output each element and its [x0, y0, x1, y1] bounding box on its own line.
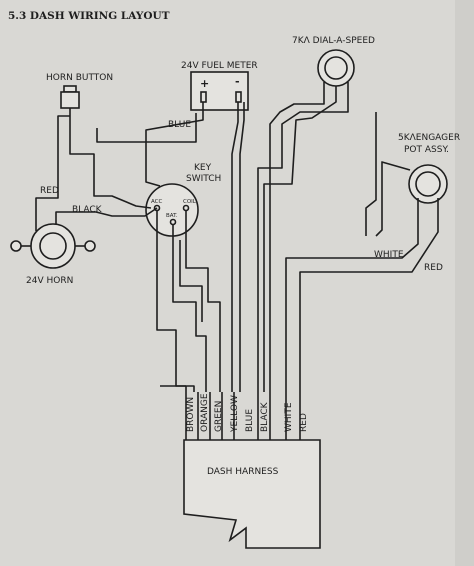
- wire-pot-red: [299, 212, 439, 392]
- engager-pot: [408, 164, 448, 204]
- horn-label: 24V HORN: [26, 276, 73, 286]
- key-switch-coil-label: COIL: [183, 199, 197, 205]
- fuel-meter-label: 24V FUEL METER: [181, 61, 258, 71]
- fuel-meter-minus: -: [235, 75, 240, 88]
- wire-dial-black: [263, 86, 337, 392]
- engager-pot-knob: [415, 171, 441, 197]
- wire-key-green: [185, 210, 221, 392]
- harness-label-yellow: YELLOW: [230, 395, 240, 433]
- engager-pot-label-line1: 5KΛENGAGER: [398, 133, 460, 143]
- harness-wire-labels: BROWN ORANGE GREEN YELLOW BLUE BLACK WHI…: [186, 393, 309, 433]
- wire-horn-red: [35, 115, 70, 231]
- harness-label-orange: ORANGE: [200, 393, 210, 432]
- horn-button-label: HORN BUTTON: [46, 73, 113, 83]
- key-switch-bat-label: BAT.: [166, 213, 178, 219]
- harness-label-brown: BROWN: [186, 397, 196, 432]
- key-switch-acc-label: ACC: [151, 199, 163, 205]
- harness-label-red: RED: [299, 413, 309, 432]
- wire-label-black: BLACK: [72, 205, 103, 215]
- harness-wire-stubs: [160, 385, 301, 440]
- dash-harness: [183, 439, 321, 549]
- fuel-meter-plus: +: [200, 77, 209, 90]
- horn-button: [60, 85, 80, 116]
- wire-key-brown: [156, 210, 195, 392]
- wire-fuel-meter-minus: [231, 102, 239, 392]
- wire-label-white: WHITE: [374, 250, 404, 260]
- key-switch: [145, 183, 199, 237]
- wire-key-bat: [179, 240, 203, 322]
- horn-button-cap: [63, 85, 77, 93]
- key-switch-label-line2: SWITCH: [186, 174, 221, 184]
- dash-harness-label: DASH HARNESS: [207, 467, 279, 477]
- harness-label-white: WHITE: [284, 402, 294, 432]
- wire-dial-blue: [257, 94, 349, 392]
- wire-horn-button-black: [69, 116, 152, 209]
- key-switch-label-line1: KEY: [194, 163, 212, 173]
- wire-pot-top: [375, 161, 411, 237]
- wire-fuel-meter-blue-2: [96, 113, 197, 143]
- wire-label-blue: BLUE: [168, 120, 191, 130]
- wire-fuel-meter-blue: [145, 102, 204, 187]
- harness-label-green: GREEN: [214, 401, 224, 432]
- dial-a-speed-pot: [317, 49, 355, 87]
- harness-label-black: BLACK: [260, 401, 270, 432]
- wire-right-run: [365, 112, 377, 236]
- wire-fuel-meter-minus-2: [239, 102, 245, 392]
- wire-label-red: RED: [40, 186, 59, 196]
- wire-key-orange: [172, 225, 207, 392]
- horn: [10, 223, 96, 269]
- horn-center: [39, 232, 67, 260]
- wire-pot-white: [285, 212, 419, 392]
- page-title: 5.3 DASH WIRING LAYOUT: [8, 10, 170, 22]
- page-edge: [455, 0, 474, 566]
- harness-label-blue: BLUE: [245, 409, 255, 432]
- wire-horn-black: [55, 207, 158, 224]
- dial-a-speed-label: 7KΛ DIAL-A-SPEED: [292, 36, 375, 46]
- dial-a-speed-knob: [324, 56, 348, 80]
- key-bat-terminal: [169, 218, 177, 226]
- wire-label-red-pot: RED: [424, 263, 443, 273]
- engager-pot-label-line2: POT ASSY.: [404, 145, 449, 155]
- horn-button-body: [60, 91, 80, 109]
